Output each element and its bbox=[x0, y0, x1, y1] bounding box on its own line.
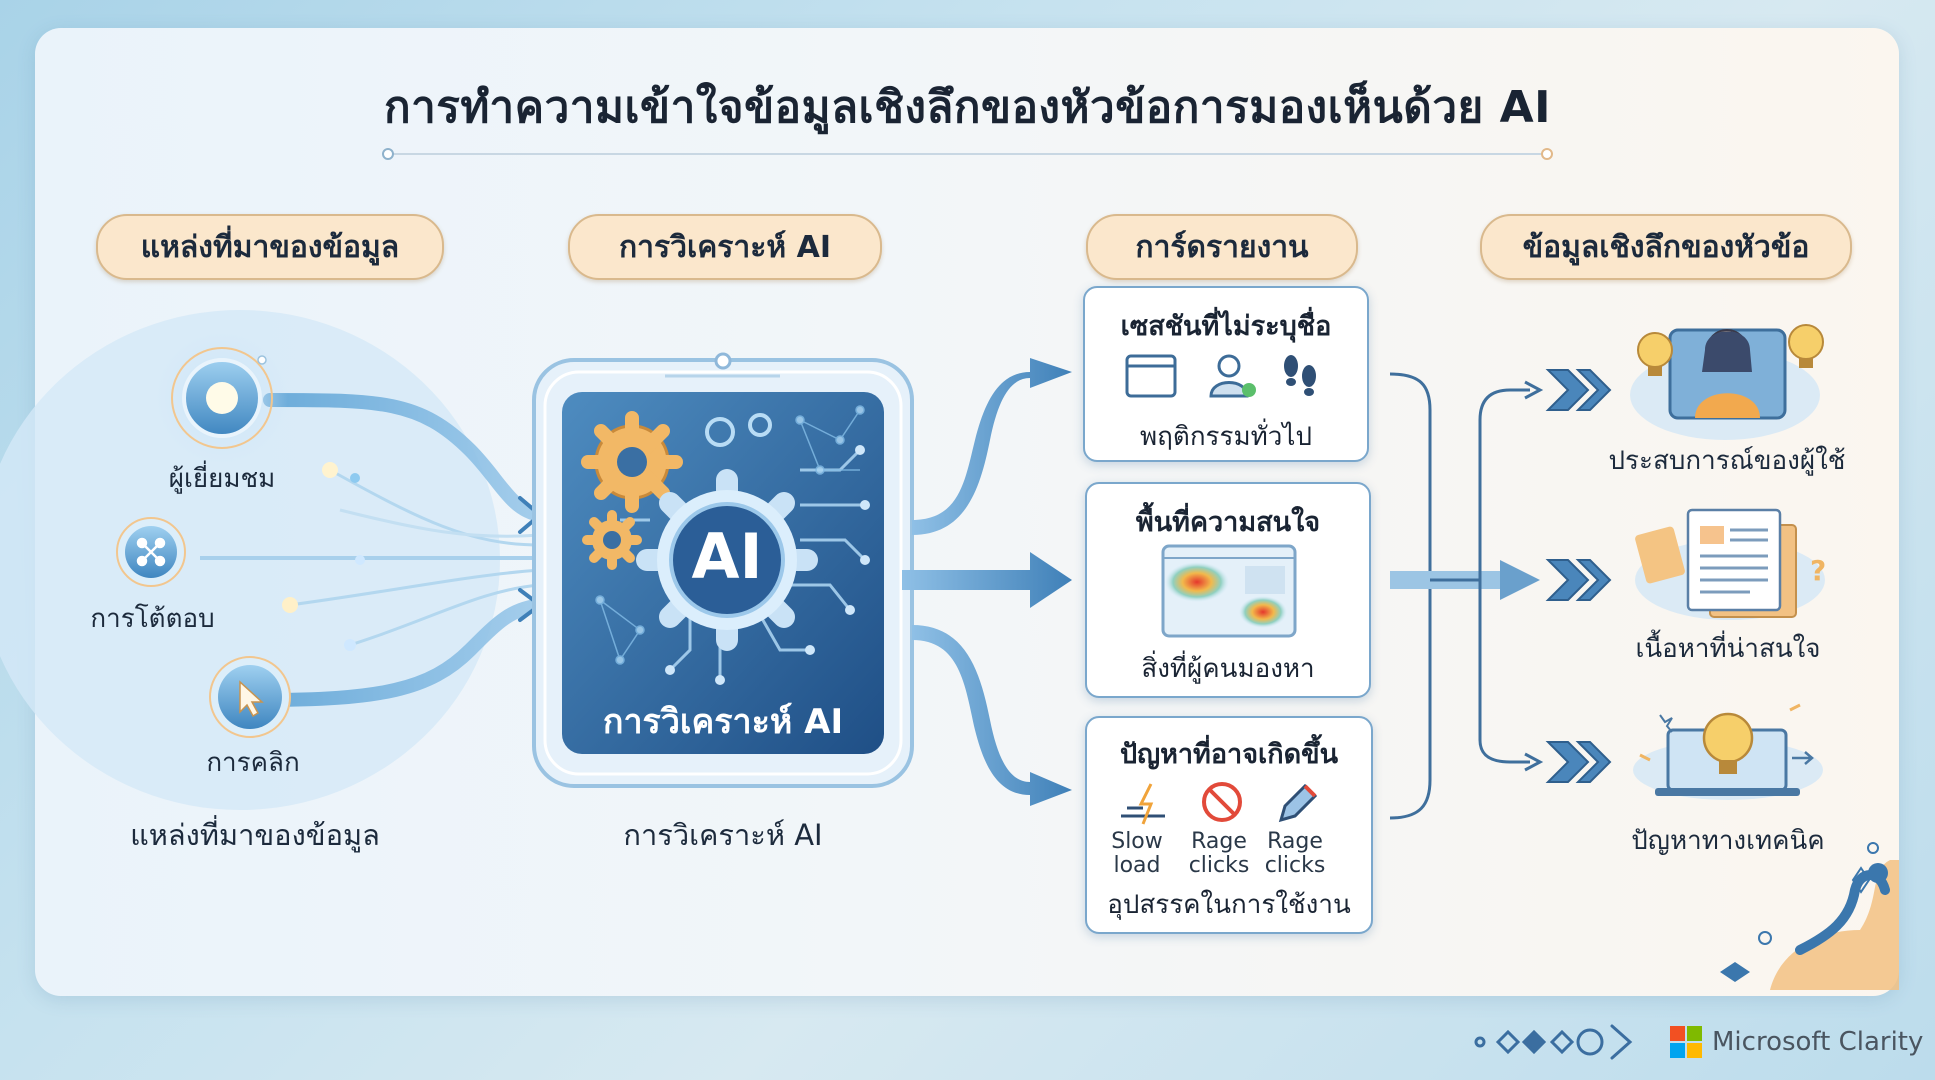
card-title: ปัญหาที่อาจเกิดขึ้น bbox=[1119, 739, 1339, 770]
issue-icons bbox=[1121, 782, 1318, 825]
svg-text:?: ? bbox=[1810, 554, 1826, 587]
brand-logo: Microsoft Clarity bbox=[1670, 1022, 1923, 1062]
sources-caption: แหล่งที่มาของข้อมูล bbox=[130, 818, 380, 852]
insight-technical-issues: ปัญหาทางเทคนิค bbox=[1631, 826, 1825, 856]
column-header-analysis: การวิเคราะห์ AI bbox=[568, 214, 882, 280]
visitor-icon bbox=[156, 332, 288, 464]
source-label-clicks: การคลิก bbox=[206, 748, 300, 778]
card-subtitle: อุปสรรคในการใช้งาน bbox=[1107, 890, 1351, 920]
source-label-visitors: ผู้เยี่ยมชม bbox=[168, 464, 276, 494]
lightbulb-icon bbox=[1637, 332, 1673, 376]
issue-rage-clicks-2: Rage clicks bbox=[1264, 829, 1326, 878]
ai-chip-text: AI bbox=[691, 520, 763, 593]
insight-interesting-content: เนื้อหาที่น่าสนใจ bbox=[1635, 634, 1821, 664]
analysis-caption: การวิเคราะห์ AI bbox=[623, 818, 823, 852]
heatmap-icon bbox=[1161, 544, 1297, 638]
chevron-icons bbox=[1545, 369, 1612, 783]
report-card-sessions: เซสชันที่ไม่ระบุชื่อ พฤติกรรมทั่วไป bbox=[1083, 286, 1369, 462]
brand-name: Microsoft Clarity bbox=[1712, 1027, 1924, 1057]
user-experience-icon bbox=[1630, 324, 1824, 440]
gear-icon bbox=[582, 510, 642, 570]
ai-gear bbox=[636, 469, 818, 651]
title-divider bbox=[382, 148, 1553, 160]
insight-user-experience: ประสบการณ์ของผู้ใช้ bbox=[1608, 446, 1846, 476]
data-streams bbox=[200, 393, 547, 707]
small-gears bbox=[705, 413, 772, 447]
footer-decoration bbox=[1474, 1024, 1633, 1060]
issue-slow-load: Slow load bbox=[1111, 829, 1163, 878]
corner-decoration bbox=[1720, 842, 1899, 990]
browser-window-icon bbox=[1125, 354, 1177, 398]
interaction-icon bbox=[116, 517, 186, 587]
ai-to-cards-arrows bbox=[902, 358, 1072, 806]
column-header-insights: ข้อมูลเชิงลึกของหัวข้อ bbox=[1480, 214, 1852, 280]
card-subtitle: พฤติกรรมทั่วไป bbox=[1140, 422, 1312, 452]
card-title: เซสชันที่ไม่ระบุชื่อ bbox=[1120, 311, 1332, 342]
report-card-interest: พื้นที่ความสนใจ สิ่งที่ผู้คนมองหา bbox=[1085, 482, 1371, 698]
issue-rage-clicks-1: Rage clicks bbox=[1188, 829, 1250, 878]
card-subtitle: สิ่งที่ผู้คนมองหา bbox=[1141, 654, 1315, 684]
microsoft-logo-icon bbox=[1670, 1026, 1702, 1058]
report-card-issues: ปัญหาที่อาจเกิดขึ้น Slow load Rage click… bbox=[1085, 716, 1373, 934]
interesting-content-icon: ? bbox=[1635, 508, 1826, 620]
page-title: การทำความเข้าใจข้อมูลเชิงลึกของหัวข้อการ… bbox=[383, 82, 1552, 133]
column-header-reports: การ์ดรายงาน bbox=[1086, 214, 1358, 280]
lightbulb-icon bbox=[1788, 324, 1824, 368]
card-icons bbox=[1125, 354, 1316, 398]
pencil-icon bbox=[1278, 783, 1318, 823]
cards-to-insights-connectors bbox=[1389, 372, 1544, 820]
gear-icon bbox=[581, 411, 683, 513]
ai-device bbox=[532, 352, 914, 788]
card-title: พื้นที่ความสนใจ bbox=[1135, 507, 1321, 538]
click-icon bbox=[209, 656, 291, 738]
technical-issue-icon bbox=[1633, 703, 1823, 800]
slow-load-icon bbox=[1121, 783, 1165, 825]
source-label-interactions: การโต้ตอบ bbox=[90, 604, 215, 634]
ai-screen-label: การวิเคราะห์ AI bbox=[602, 702, 844, 742]
rage-click-icon bbox=[1202, 782, 1242, 822]
column-header-sources: แหล่งที่มาของข้อมูล bbox=[96, 214, 444, 280]
user-icon bbox=[1209, 354, 1256, 398]
footsteps-icon bbox=[1284, 355, 1316, 396]
